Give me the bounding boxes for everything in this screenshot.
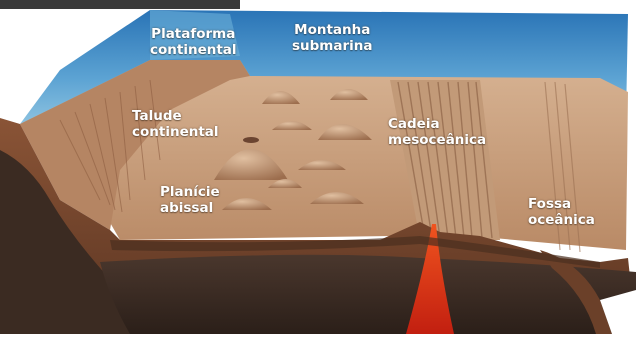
label-planicie-abissal: Planície abissal	[160, 184, 220, 216]
label-fossa-oceanica: Fossa oceânica	[528, 196, 595, 228]
label-talude-continental: Talude continental	[132, 108, 219, 140]
label-plataforma-continental: Plataforma continental	[150, 26, 237, 58]
label-cadeia-mesoceanica: Cadeia mesoceânica	[388, 116, 486, 148]
title-bar-strip	[0, 0, 240, 9]
label-montanha-submarina: Montanha submarina	[292, 22, 373, 54]
